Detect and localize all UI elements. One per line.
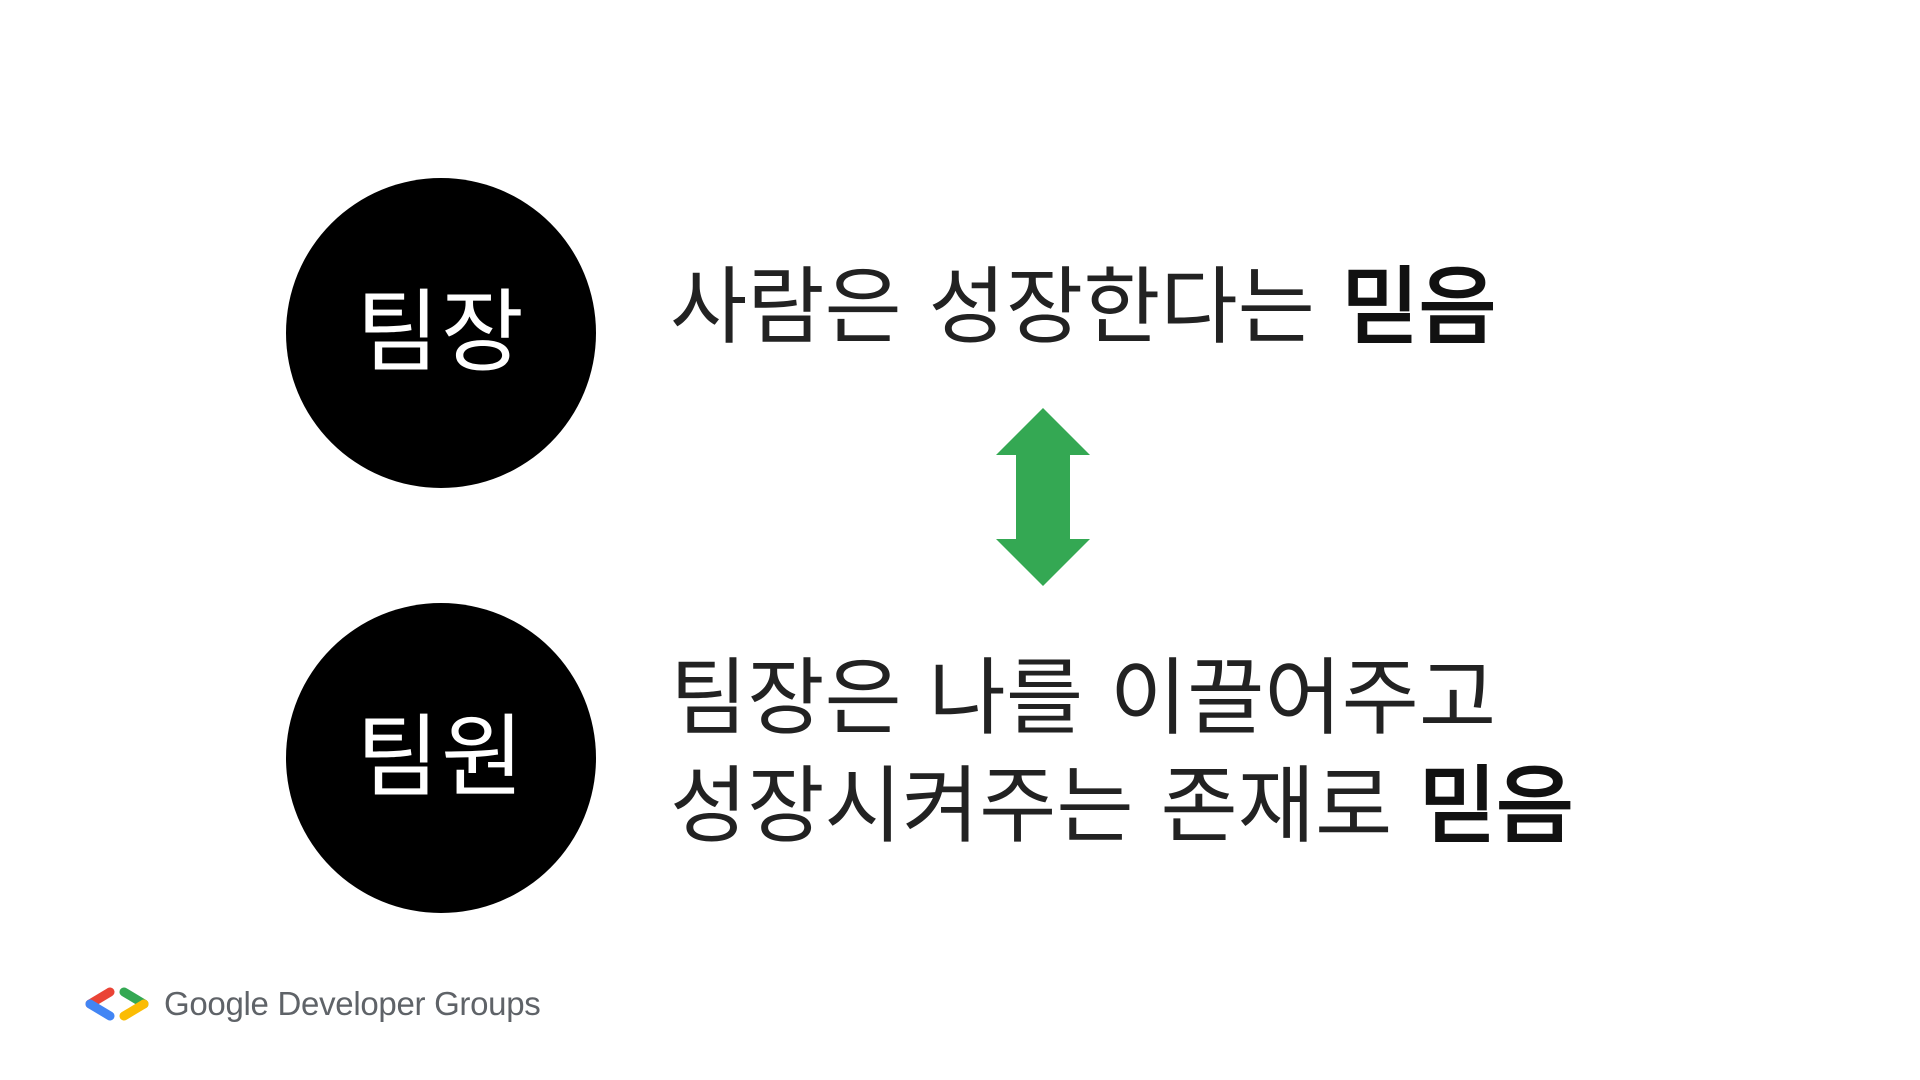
team-member-label: 팀원 xyxy=(356,705,526,810)
team-leader-statement-text: 사람은 성장한다는 xyxy=(670,258,1342,356)
team-member-statement-emphasis: 믿음 xyxy=(1418,757,1574,855)
footer-brand-text: Google Developer Groups xyxy=(164,985,541,1022)
double-arrow-icon xyxy=(996,408,1090,586)
team-leader-statement-emphasis: 믿음 xyxy=(1341,258,1497,356)
team-member-statement-line2: 성장시켜주는 존재로 믿음 xyxy=(670,752,1574,860)
team-leader-circle: 팀장 xyxy=(286,178,596,488)
footer-brand: Google Developer Groups xyxy=(82,984,541,1024)
gdg-chevrons-icon xyxy=(85,987,149,1021)
team-leader-statement: 사람은 성장한다는 믿음 xyxy=(670,253,1496,361)
team-leader-label: 팀장 xyxy=(356,280,526,385)
team-member-statement-line1: 팀장은 나를 이끌어주고 xyxy=(670,649,1497,747)
team-member-statement-line2-text: 성장시켜주는 존재로 xyxy=(670,757,1419,855)
team-member-statement: 팀장은 나를 이끌어주고 성장시켜주는 존재로 믿음 xyxy=(670,644,1574,860)
team-member-circle: 팀원 xyxy=(286,603,596,913)
